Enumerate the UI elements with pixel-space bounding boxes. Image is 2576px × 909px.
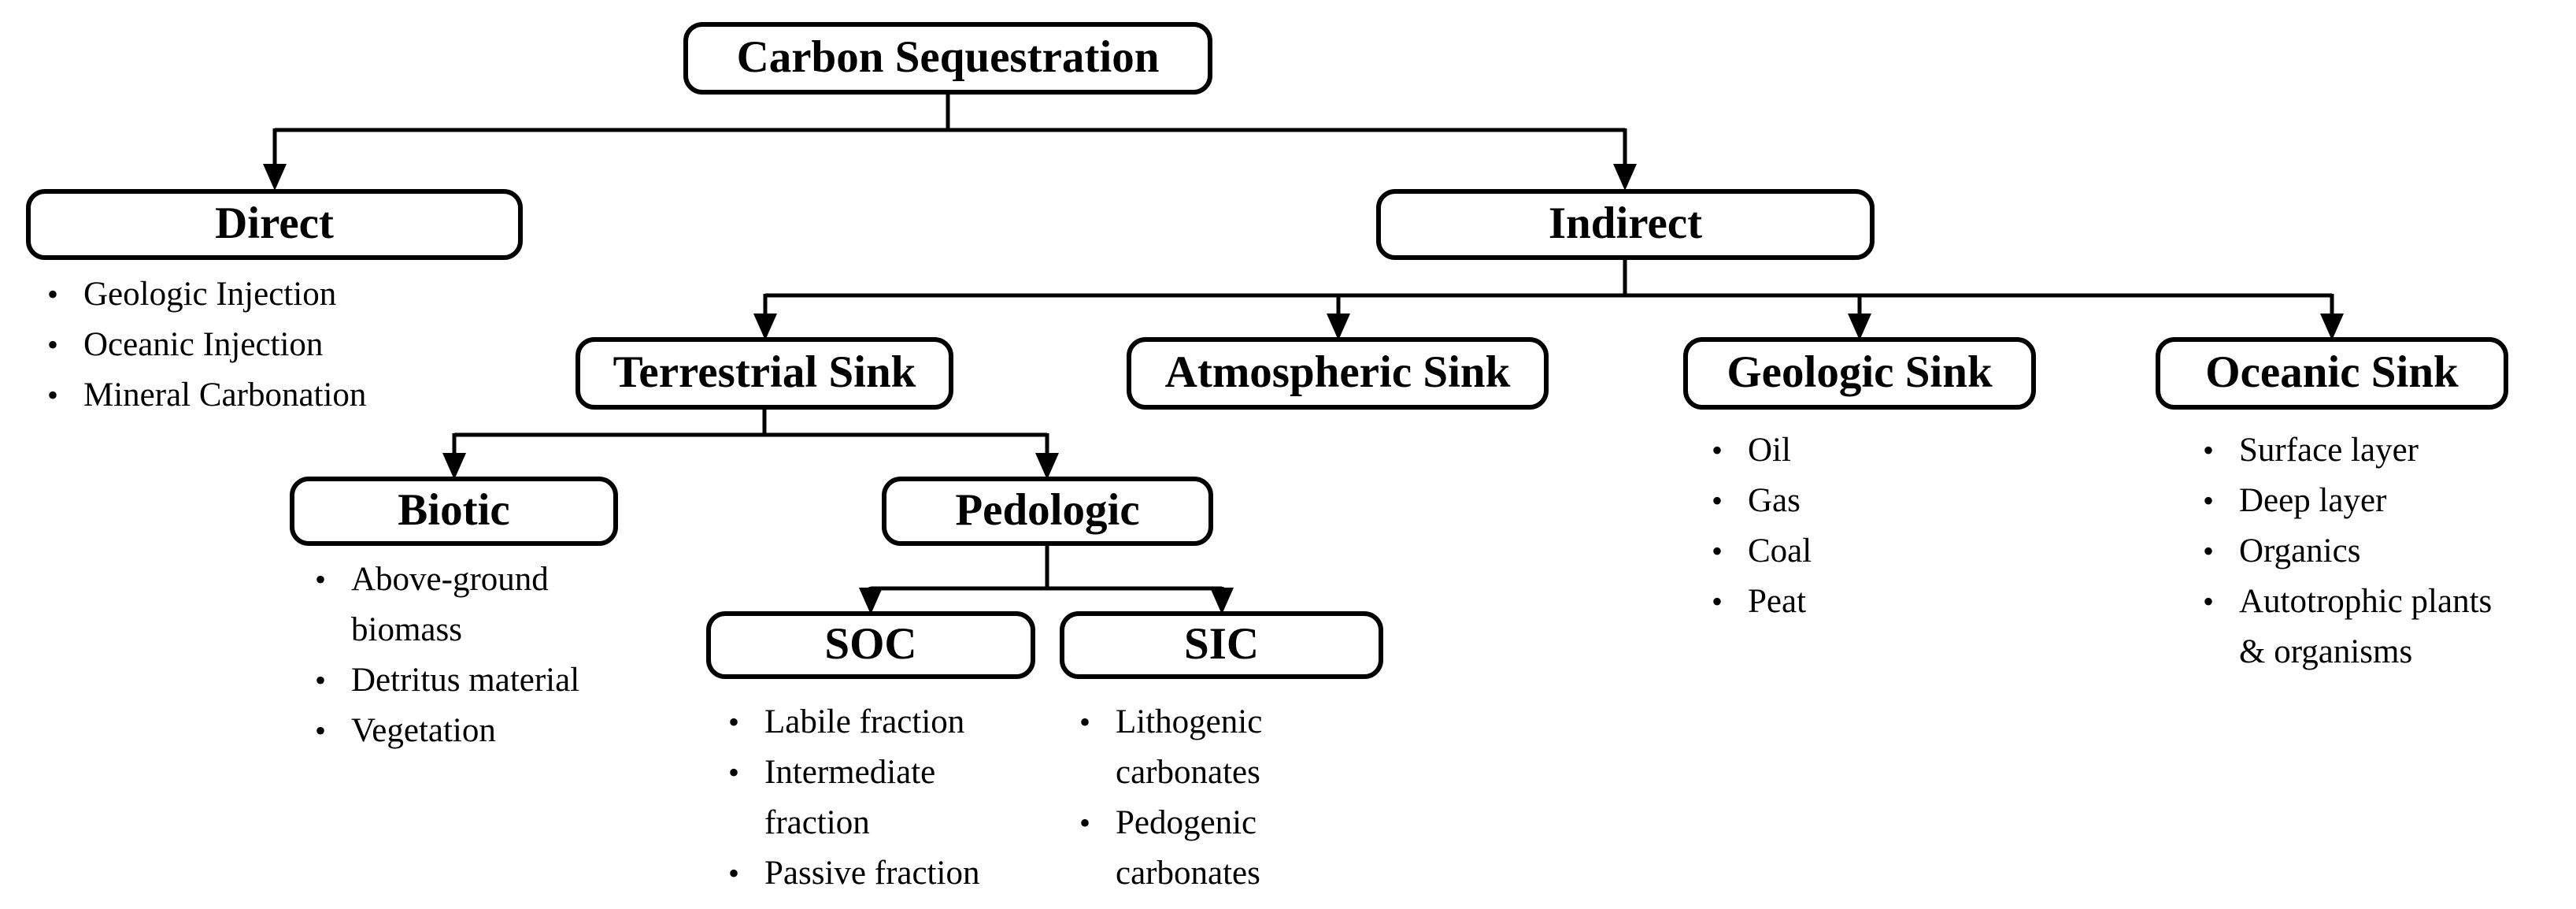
node-carbon-sequestration: Carbon Sequestration	[683, 22, 1212, 95]
list-item: Passive fraction	[728, 848, 1000, 899]
connector-lines	[272, 93, 2334, 597]
list-item: Gas	[1712, 476, 2026, 526]
list-item: Autotrophic plants & organisms	[2203, 577, 2526, 677]
geologic-sink-list: Oil Gas Coal Peat	[1712, 425, 2026, 627]
node-indirect: Indirect	[1376, 189, 1875, 260]
arrowhead-geologic	[1848, 314, 1871, 340]
list-item: Organics	[2203, 526, 2526, 577]
list-item: Coal	[1712, 526, 2026, 577]
direct-list: Geologic Injection Oceanic Injection Min…	[47, 269, 520, 421]
list-item: Oil	[1712, 425, 2026, 476]
soc-list: Labile fraction Intermediate fraction Pa…	[728, 697, 1000, 899]
node-label: SOC	[824, 618, 917, 669]
connector-level-3	[452, 408, 1049, 458]
arrowhead-sic	[1210, 588, 1234, 614]
list-item: Lithogenic carbonates	[1079, 697, 1323, 798]
arrowheads	[263, 164, 2344, 614]
sic-list: Lithogenic carbonates Pedogenic carbonat…	[1079, 697, 1323, 899]
node-atmospheric-sink: Atmospheric Sink	[1127, 337, 1549, 410]
arrowhead-atmospheric	[1327, 314, 1350, 340]
node-terrestrial-sink: Terrestrial Sink	[576, 337, 953, 410]
node-label: Terrestrial Sink	[613, 347, 916, 397]
node-biotic: Biotic	[290, 477, 618, 546]
node-pedologic: Pedologic	[882, 477, 1213, 546]
node-oceanic-sink: Oceanic Sink	[2156, 337, 2508, 410]
list-item: Peat	[1712, 577, 2026, 627]
list-item: Geologic Injection	[47, 269, 520, 320]
arrowhead-terrestrial	[753, 314, 777, 340]
node-label: Biotic	[398, 484, 510, 535]
list-item: Pedogenic carbonates	[1079, 798, 1323, 899]
list-item: Above-ground biomass	[315, 555, 606, 655]
list-item: Surface layer	[2203, 425, 2526, 476]
node-label: Direct	[215, 198, 334, 248]
arrowhead-indirect	[1613, 164, 1637, 191]
list-item: Vegetation	[315, 706, 606, 756]
node-geologic-sink: Geologic Sink	[1683, 337, 2036, 410]
biotic-list: Above-ground biomass Detritus material V…	[315, 555, 606, 756]
node-label: Pedologic	[955, 484, 1140, 535]
arrowhead-direct	[263, 164, 287, 191]
arrowhead-soc	[859, 588, 883, 614]
node-label: Geologic Sink	[1727, 347, 1993, 397]
arrowhead-oceanic	[2320, 314, 2344, 340]
arrowhead-pedologic	[1035, 453, 1059, 480]
connector-level-1	[272, 93, 1627, 170]
oceanic-sink-list: Surface layer Deep layer Organics Autotr…	[2203, 425, 2526, 677]
list-item: Oceanic Injection	[47, 320, 520, 370]
node-label: Indirect	[1548, 198, 1703, 248]
list-item: Deep layer	[2203, 476, 2526, 526]
list-item: Mineral Carbonation	[47, 370, 520, 421]
node-label: SIC	[1183, 618, 1260, 669]
node-label: Oceanic Sink	[2205, 347, 2459, 397]
node-label: Carbon Sequestration	[736, 32, 1160, 82]
node-direct: Direct	[26, 189, 523, 260]
arrowhead-biotic	[442, 453, 466, 480]
node-sic: SIC	[1060, 611, 1383, 679]
list-item: Intermediate fraction	[728, 748, 1000, 848]
connector-level-2	[763, 258, 2334, 318]
node-label: Atmospheric Sink	[1164, 347, 1511, 397]
list-item: Labile fraction	[728, 697, 1000, 748]
node-soc: SOC	[706, 611, 1035, 679]
connector-level-4	[868, 544, 1224, 597]
list-item: Detritus material	[315, 655, 606, 706]
